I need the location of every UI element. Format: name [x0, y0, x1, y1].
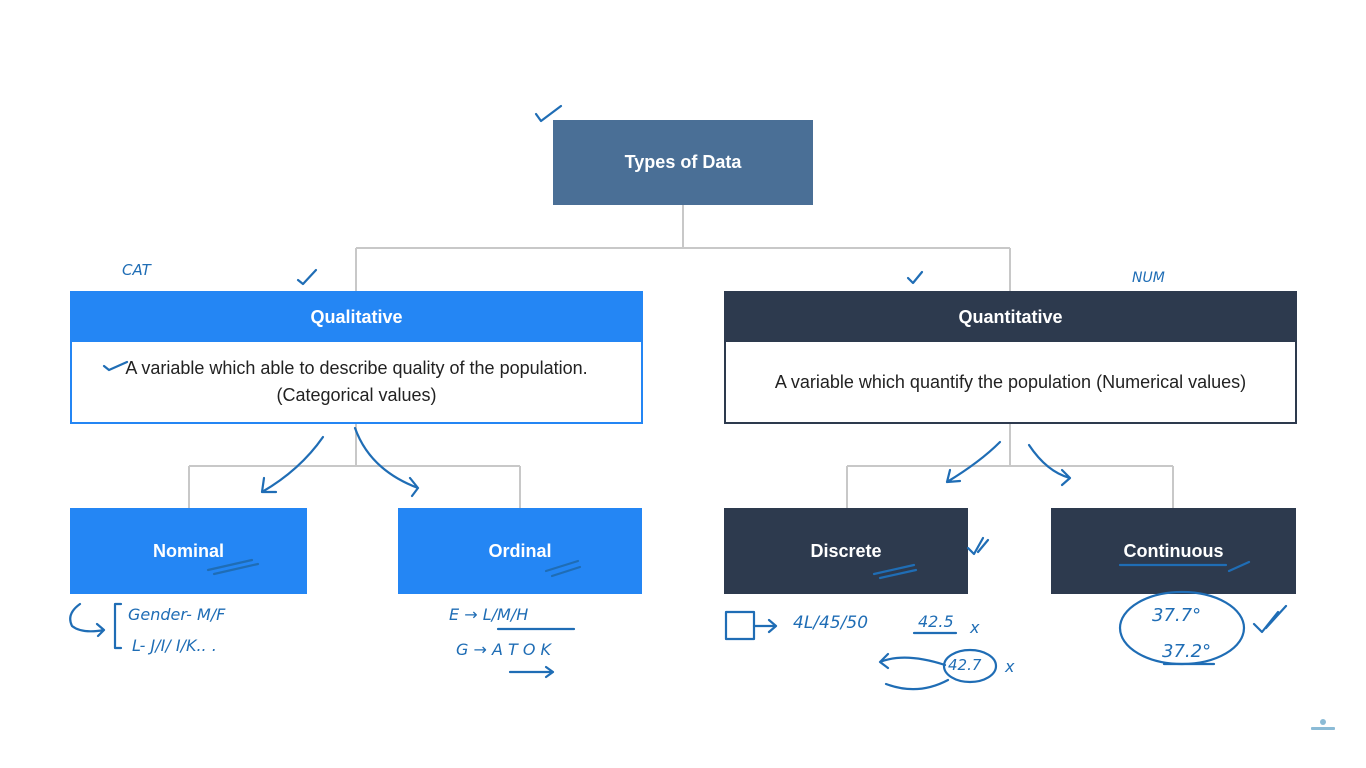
connector-quantitative — [846, 424, 1174, 508]
annotation-nominal-1: Gender- M/F — [128, 605, 226, 624]
watermark-logo-icon — [1311, 719, 1335, 730]
nominal-label: Nominal — [152, 540, 224, 561]
qualitative-node: Qualitative A variable which able to des… — [70, 291, 643, 424]
quantitative-node: Quantitative A variable which quantify t… — [724, 291, 1297, 424]
underline-discrete — [872, 563, 918, 580]
arrow-to-discrete — [945, 440, 1002, 484]
arrow-to-nominal — [260, 435, 325, 494]
discrete-circle — [942, 648, 998, 684]
bracket-nominal — [113, 602, 123, 650]
annotation-discrete-val-2: 42.7 — [948, 656, 982, 674]
annotation-cat: CAT — [122, 261, 153, 279]
check-mark-root — [534, 104, 563, 123]
continuous-node: Continuous — [1051, 508, 1296, 594]
nominal-node: Nominal — [70, 508, 307, 594]
annotation-discrete-list: 4L/45/50 — [793, 613, 868, 633]
continuous-tick — [1252, 604, 1288, 634]
discrete-node: Discrete — [724, 508, 968, 594]
qualitative-header: Qualitative — [72, 293, 641, 342]
continuous-label: Continuous — [1123, 540, 1224, 561]
check-mark-qualitative — [296, 268, 318, 286]
discrete-loop-arrow-lower — [884, 678, 950, 691]
check-mark-quantitative — [906, 270, 924, 285]
qualitative-description: A variable which able to describe qualit… — [125, 358, 588, 405]
discrete-label: Discrete — [810, 540, 882, 561]
connector-qualitative — [188, 424, 521, 508]
discrete-box-arrow — [752, 618, 778, 634]
check-mark-description — [102, 360, 129, 372]
annotation-ordinal-1: E → L/M/H — [449, 605, 528, 624]
annotation-ordinal-2: G → A T O K — [456, 640, 553, 659]
annotation-nominal-2: L- J/I/ I/K.. . — [132, 636, 217, 655]
quantitative-description: A variable which quantify the population… — [774, 371, 1247, 392]
arrow-to-continuous — [1027, 443, 1072, 487]
annotation-continuous-2: 37.2° — [1162, 641, 1211, 662]
curl-arrow-nominal — [69, 602, 106, 638]
arrow-to-ordinal — [353, 426, 420, 498]
root-label: Types of Data — [624, 152, 742, 172]
ordinal-node: Ordinal — [398, 508, 642, 594]
discrete-box-sketch — [724, 610, 756, 641]
ordinal-arrow — [508, 665, 555, 679]
connector-root — [355, 205, 1011, 291]
annotation-continuous-1: 37.7° — [1152, 605, 1201, 626]
annotation-discrete-val-1: 42.5 — [918, 612, 954, 631]
annotation-num: NUM — [1132, 270, 1165, 286]
discrete-loop-arrow — [878, 652, 947, 670]
underline-nominal — [206, 558, 260, 576]
tick-discrete — [966, 536, 990, 556]
quantitative-header: Quantitative — [726, 293, 1295, 342]
ordinal-label: Ordinal — [488, 540, 552, 561]
annotation-discrete-x-2: x — [1004, 657, 1015, 676]
annotation-discrete-x-1: x — [969, 618, 980, 637]
root-node: Types of Data — [553, 120, 813, 205]
underline-continuous — [1118, 560, 1251, 573]
underline-ordinal — [544, 559, 582, 578]
